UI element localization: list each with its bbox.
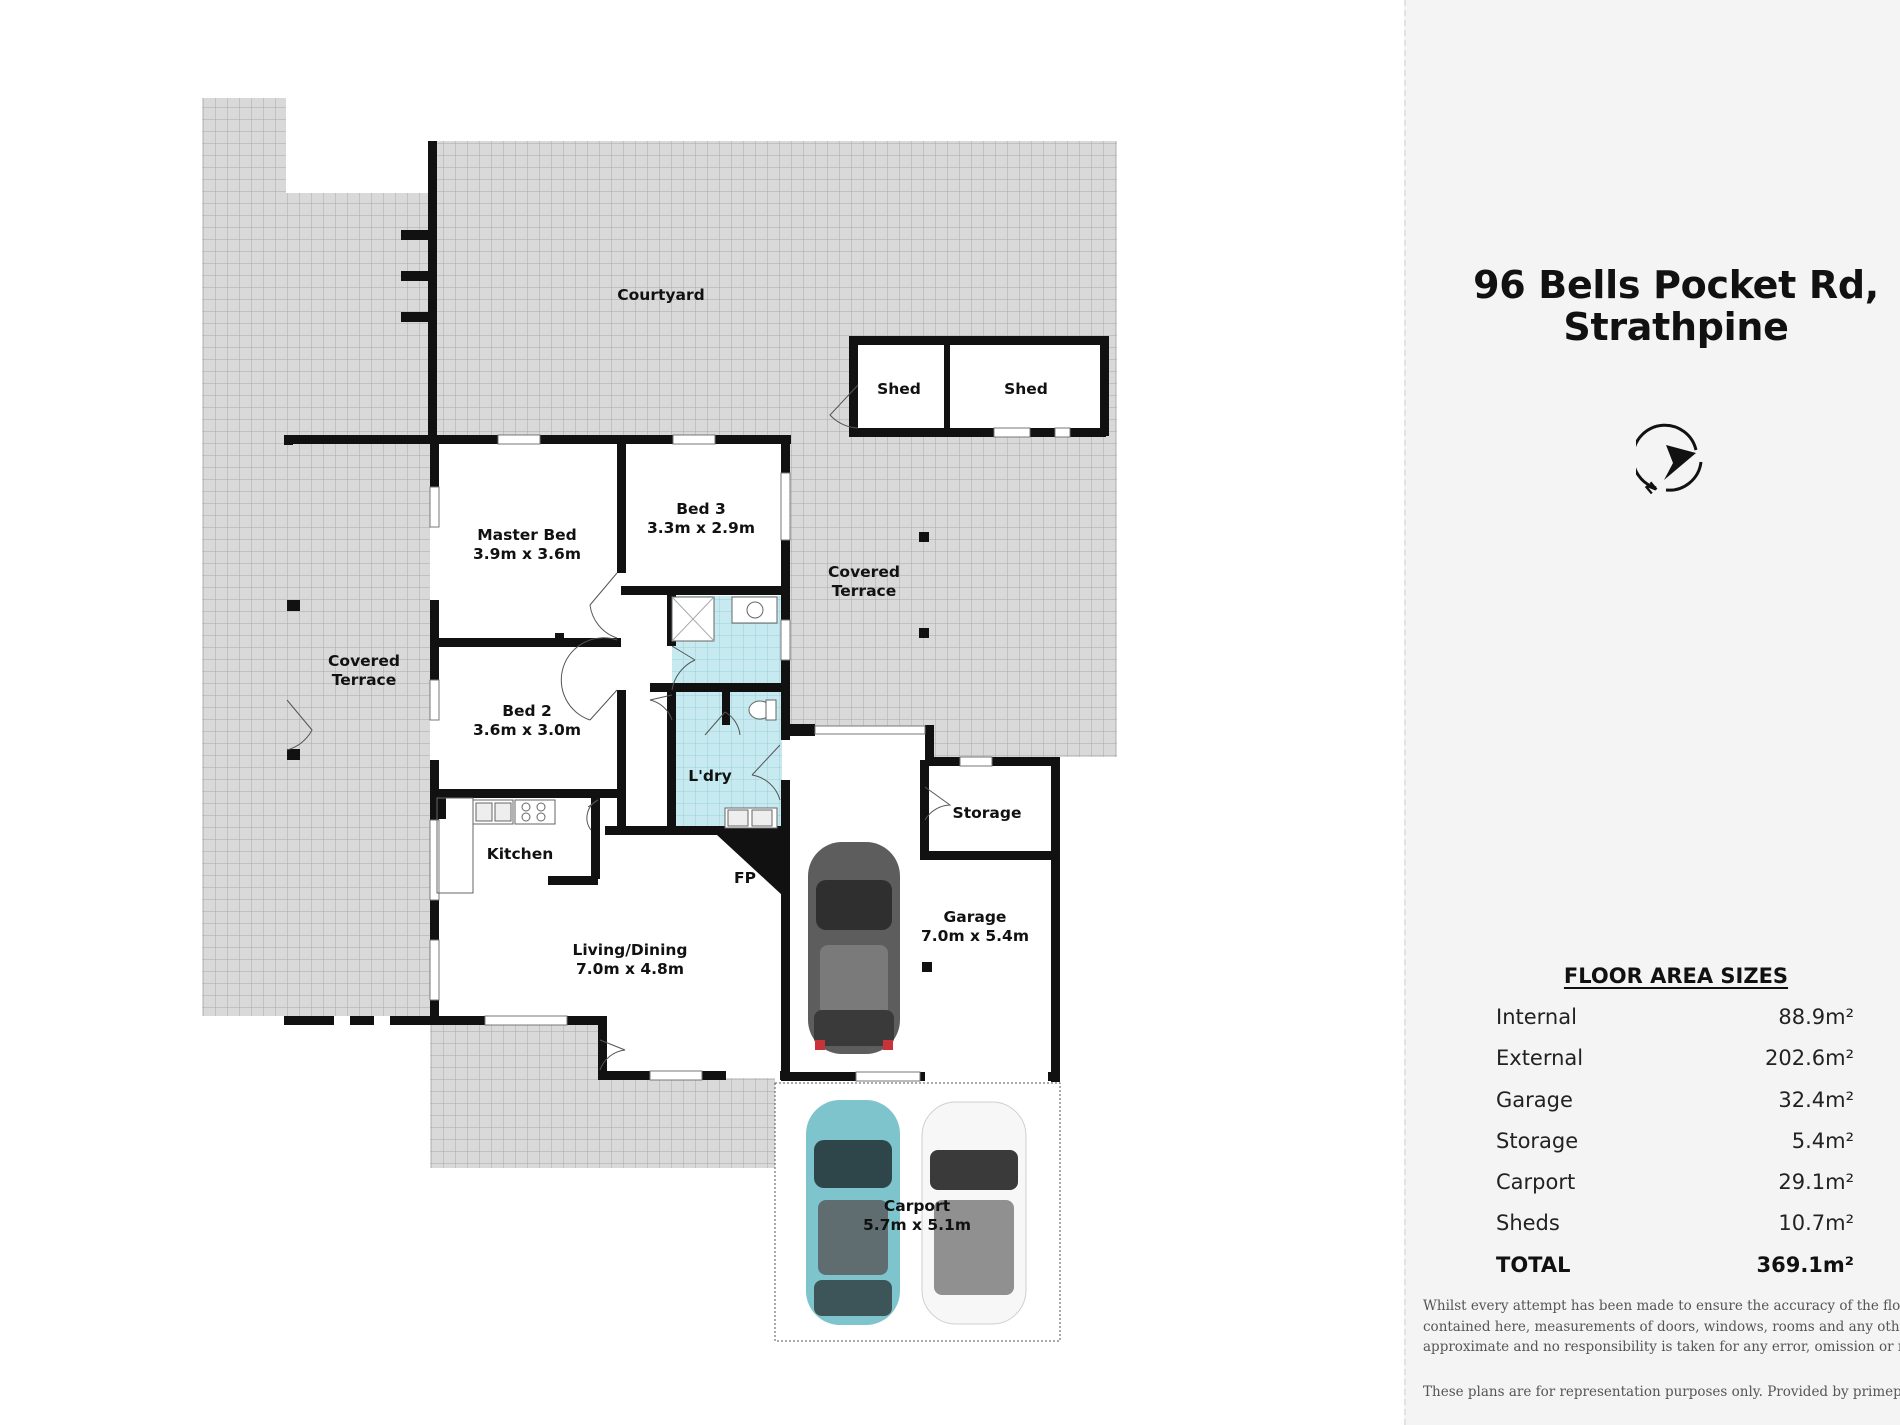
area-value: 202.6m² <box>1765 1046 1854 1071</box>
area-name: External <box>1496 1046 1584 1071</box>
carport-car-teal-icon <box>806 1100 900 1325</box>
label-master-bed-size: 3.9m x 3.6m <box>473 545 581 563</box>
label-storage: Storage <box>953 804 1022 822</box>
area-row: External 202.6m² <box>1496 1046 1854 1087</box>
area-name: Sheds <box>1496 1211 1560 1236</box>
room-labels: Courtyard Shed Shed Master Bed 3.9m x 3.… <box>328 286 1048 1234</box>
area-row: Sheds 10.7m² <box>1496 1211 1854 1252</box>
label-garage-size: 7.0m x 5.4m <box>921 927 1029 945</box>
area-value: 32.4m² <box>1778 1087 1854 1112</box>
property-address: 96 Bells Pocket Rd, Strathpine <box>1406 264 1900 348</box>
label-bed3-size: 3.3m x 2.9m <box>647 519 755 537</box>
floor-plan: Courtyard Shed Shed Master Bed 3.9m x 3.… <box>202 98 1117 1342</box>
disclaimer-line-4: These plans are for representation purpo… <box>1423 1384 1900 1400</box>
garage-car-icon <box>808 842 900 1054</box>
area-total-value: 369.1m² <box>1756 1252 1854 1277</box>
area-value: 5.4m² <box>1791 1128 1854 1153</box>
label-kitchen: Kitchen <box>487 845 554 863</box>
area-row: Storage 5.4m² <box>1496 1129 1854 1170</box>
area-row: Garage 32.4m² <box>1496 1088 1854 1129</box>
floor-area-table: Internal 88.9m² External 202.6m² Garage … <box>1496 1005 1854 1294</box>
label-master-bed: Master Bed <box>477 526 577 544</box>
label-bed2: Bed 2 <box>502 702 552 720</box>
area-value: 29.1m² <box>1778 1170 1854 1195</box>
windows <box>429 427 1071 1082</box>
info-sidebar: 96 Bells Pocket Rd, Strathpine N FLOOR A… <box>1404 0 1900 1425</box>
disclaimer-line-2: contained here, measurements of doors, w… <box>1423 1318 1900 1335</box>
label-carport: Carport <box>884 1197 951 1215</box>
address-line-1: 96 Bells Pocket Rd, <box>1473 263 1879 307</box>
label-living: Living/Dining <box>572 941 687 959</box>
label-covered-terrace-right-2: Terrace <box>832 582 896 600</box>
label-living-size: 7.0m x 4.8m <box>576 960 684 978</box>
label-carport-size: 5.7m x 5.1m <box>863 1216 971 1234</box>
fixtures <box>436 596 778 894</box>
area-row: Carport 29.1m² <box>1496 1170 1854 1211</box>
label-bed3: Bed 3 <box>676 500 726 518</box>
label-covered-terrace-left-1: Covered <box>328 652 400 670</box>
disclaimer-line-1: Whilst every attempt has been made to en… <box>1423 1298 1900 1314</box>
label-covered-terrace-right-1: Covered <box>828 563 900 581</box>
area-name: Storage <box>1496 1128 1579 1153</box>
cooktop <box>514 799 556 825</box>
label-courtyard: Courtyard <box>617 286 704 304</box>
label-covered-terrace-left-2: Terrace <box>332 671 396 689</box>
area-name: Internal <box>1496 1005 1577 1029</box>
carport-car-white-icon <box>921 1101 1027 1325</box>
area-name: Carport <box>1496 1170 1576 1195</box>
label-shed-2: Shed <box>1004 380 1048 398</box>
label-garage: Garage <box>944 908 1007 926</box>
area-name: Garage <box>1496 1087 1573 1112</box>
area-total-row: TOTAL 369.1m² <box>1496 1253 1854 1294</box>
area-row: Internal 88.9m² <box>1496 1005 1854 1046</box>
area-value: 10.7m² <box>1778 1211 1854 1236</box>
label-fireplace: FP <box>734 869 756 887</box>
label-shed-1: Shed <box>877 380 921 398</box>
label-bed2-size: 3.6m x 3.0m <box>473 721 581 739</box>
label-laundry: L'dry <box>688 767 731 785</box>
floor-area-title: FLOOR AREA SIZES <box>1563 964 1789 988</box>
area-total-name: TOTAL <box>1496 1252 1571 1277</box>
address-line-2: Strathpine <box>1563 305 1789 349</box>
area-value: 88.9m² <box>1778 1005 1854 1029</box>
door-swings <box>286 384 952 1071</box>
north-arrow-icon: N <box>1636 423 1703 498</box>
disclaimer-line-3: approximate and no responsibility is tak… <box>1423 1339 1900 1355</box>
